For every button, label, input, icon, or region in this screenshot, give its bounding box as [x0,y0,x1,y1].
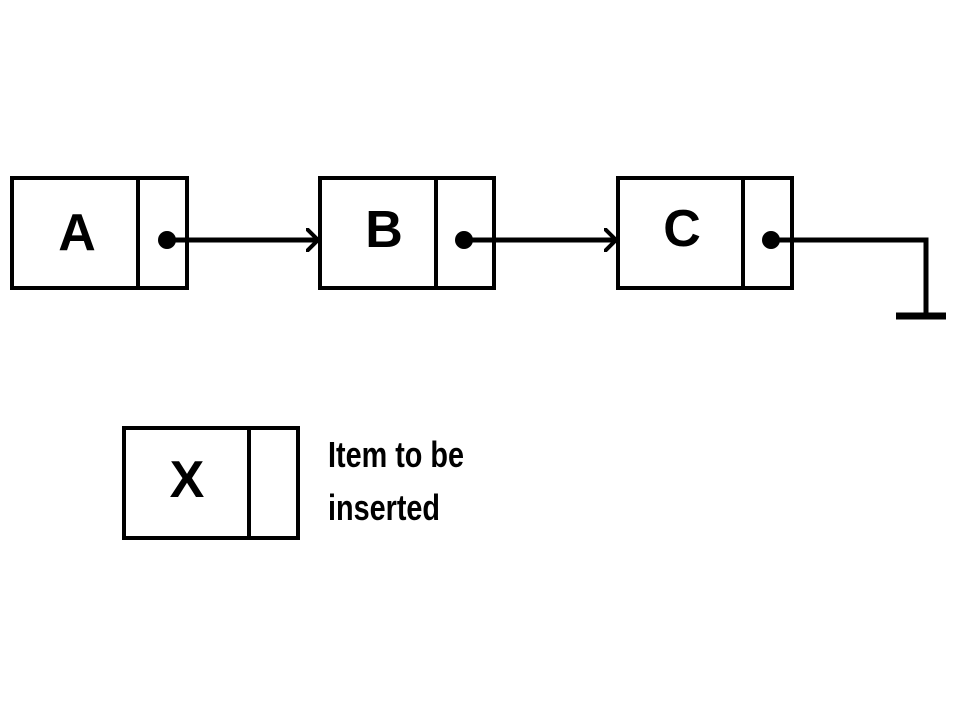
node-c-label: C [663,200,701,258]
new-node-pointer-cell [247,426,300,540]
node-b: B [318,176,496,290]
new-node-caption-line1: Item to be [328,434,464,475]
node-b-label: B [365,201,403,259]
node-a-data-cell [10,176,140,290]
node-c: C [616,176,794,290]
node-a-label: A [58,204,96,262]
node-b-data-cell [318,176,438,290]
new-node-data-cell [122,426,251,540]
node-b-pointer-cell [434,176,496,290]
new-node-x: X [122,426,300,540]
new-node-label: X [170,451,205,509]
new-node-caption-line2: inserted [328,487,440,528]
null-pointer-line [771,237,929,316]
node-a: A [10,176,189,290]
